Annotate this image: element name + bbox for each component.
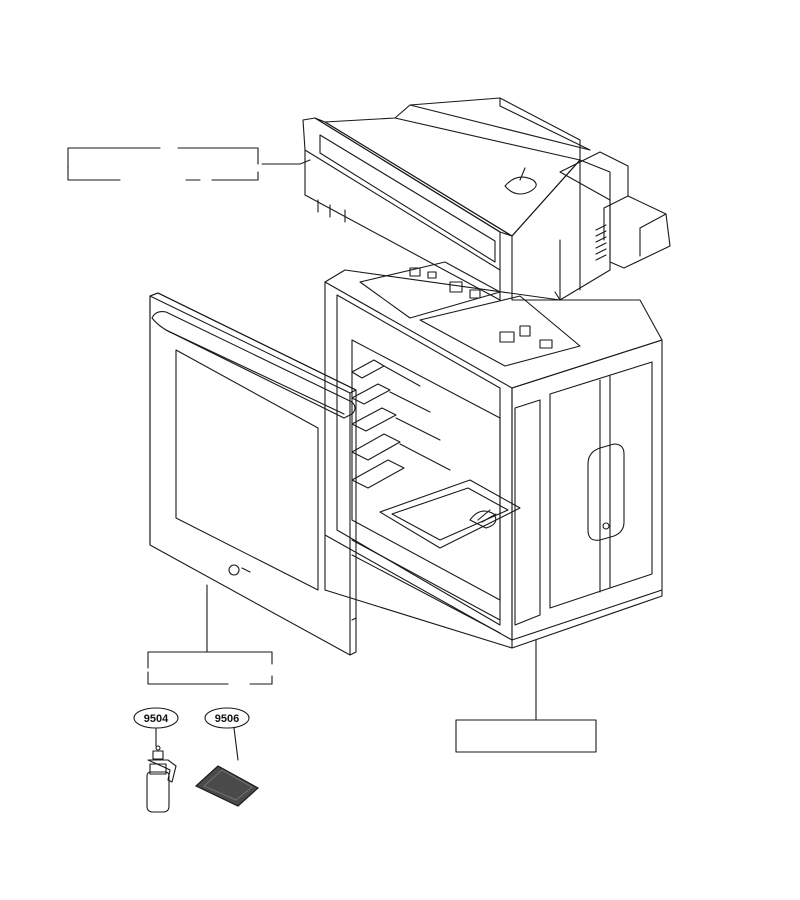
control-panel-assembly	[302, 97, 671, 301]
oven-cavity-body	[324, 261, 663, 649]
oven-door	[149, 292, 357, 656]
callout-box-door	[147, 584, 273, 685]
callout-box-control-panel	[67, 147, 311, 181]
cleaner-bottle	[146, 745, 177, 813]
cleaning-pad	[194, 765, 260, 807]
cleaning-pad-callout	[204, 707, 250, 761]
part-number-9504: 9504	[144, 713, 169, 725]
callout-box-cavity	[455, 639, 597, 753]
cleaner-bottle-callout	[133, 707, 179, 747]
part-number-9506: 9506	[215, 713, 239, 725]
